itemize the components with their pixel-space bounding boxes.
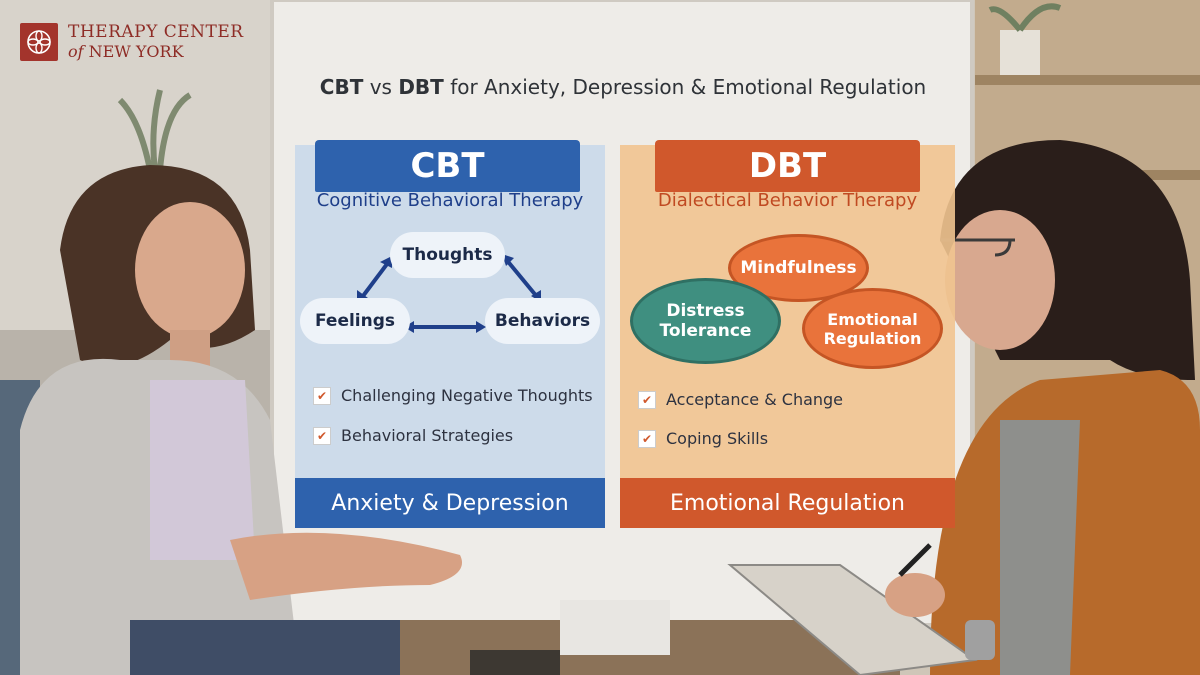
- cbt-check-1: ✔ Challenging Negative Thoughts: [313, 386, 593, 405]
- tissue-box: [560, 600, 670, 655]
- cbt-behaviors-bubble: Behaviors: [485, 298, 600, 344]
- dbt-distress-tolerance-bubble: Distress Tolerance: [630, 278, 781, 364]
- headline-cbt: CBT: [319, 75, 364, 99]
- plant-right: [988, 3, 1062, 32]
- brand-line-1: THERAPY CENTER: [68, 22, 244, 42]
- shelf-board-1: [975, 75, 1200, 85]
- therapist-top: [1000, 420, 1080, 675]
- headline-vs: vs: [369, 75, 392, 99]
- whiteboard-headline: CBT vs DBT for Anxiety, Depression & Emo…: [288, 75, 958, 99]
- dbt-check-2: ✔ Coping Skills: [638, 429, 768, 448]
- pen: [898, 543, 932, 577]
- cbt-cycle-arrows: [358, 256, 540, 329]
- client-face: [135, 202, 245, 338]
- cbt-check-2-label: Behavioral Strategies: [341, 426, 514, 445]
- dbt-check-1: ✔ Acceptance & Change: [638, 390, 843, 409]
- cbt-thoughts-bubble: Thoughts: [390, 232, 505, 278]
- checkmark-icon: ✔: [638, 429, 656, 448]
- dbt-title-ribbon: DBT: [655, 140, 920, 192]
- cbt-check-1-label: Challenging Negative Thoughts: [341, 386, 593, 405]
- dbt-emotional-regulation-bubble: Emotional Regulation: [802, 288, 943, 369]
- flower-logo-icon: [20, 23, 58, 61]
- cbt-footer: Anxiety & Depression: [331, 490, 569, 516]
- therapist-face: [945, 210, 1055, 350]
- therapist-hand: [885, 573, 945, 617]
- headline-dbt: DBT: [398, 75, 444, 99]
- plant-pot: [1000, 30, 1040, 75]
- dbt-check-2-label: Coping Skills: [666, 429, 769, 448]
- client-hands: [230, 532, 462, 600]
- brand-logo: THERAPY CENTER of NEW YORK: [20, 22, 244, 62]
- checkmark-icon: ✔: [313, 386, 331, 405]
- arrow-thoughts-behaviors: [503, 256, 540, 300]
- brand-line-2: of NEW YORK: [68, 42, 244, 62]
- cbt-panel: CBT Cognitive Behavioral Therapy Thought…: [295, 140, 605, 530]
- therapist-woman: [727, 140, 1200, 675]
- brand-name: THERAPY CENTER of NEW YORK: [68, 22, 244, 62]
- smartwatch: [965, 620, 995, 660]
- client-woman: [20, 165, 462, 675]
- cbt-subtitle: Cognitive Behavioral Therapy: [316, 190, 584, 211]
- checkmark-icon: ✔: [313, 426, 331, 445]
- headline-rest: for Anxiety, Depression & Emotional Regu…: [450, 75, 927, 99]
- cbt-check-2: ✔ Behavioral Strategies: [313, 426, 513, 445]
- client-jeans: [130, 620, 400, 675]
- dbt-footer-bg: [620, 478, 955, 528]
- brand-city: NEW YORK: [88, 42, 184, 61]
- dbt-footer: Emotional Regulation: [670, 490, 905, 516]
- cbt-feelings-bubble: Feelings: [300, 298, 410, 344]
- arrow-thoughts-feelings: [358, 258, 392, 302]
- plant-left: [117, 89, 192, 171]
- client-top: [150, 380, 255, 560]
- dbt-check-1-label: Acceptance & Change: [666, 390, 844, 409]
- cbt-title-ribbon: CBT: [315, 140, 580, 192]
- checkmark-icon: ✔: [638, 390, 656, 409]
- brand-of: of: [68, 42, 84, 61]
- book: [470, 650, 560, 675]
- dbt-panel: DBT Dialectical Behavior Therapy Mindful…: [620, 140, 955, 530]
- dbt-subtitle: Dialectical Behavior Therapy: [657, 190, 918, 211]
- cbt-footer-bg: [295, 478, 605, 528]
